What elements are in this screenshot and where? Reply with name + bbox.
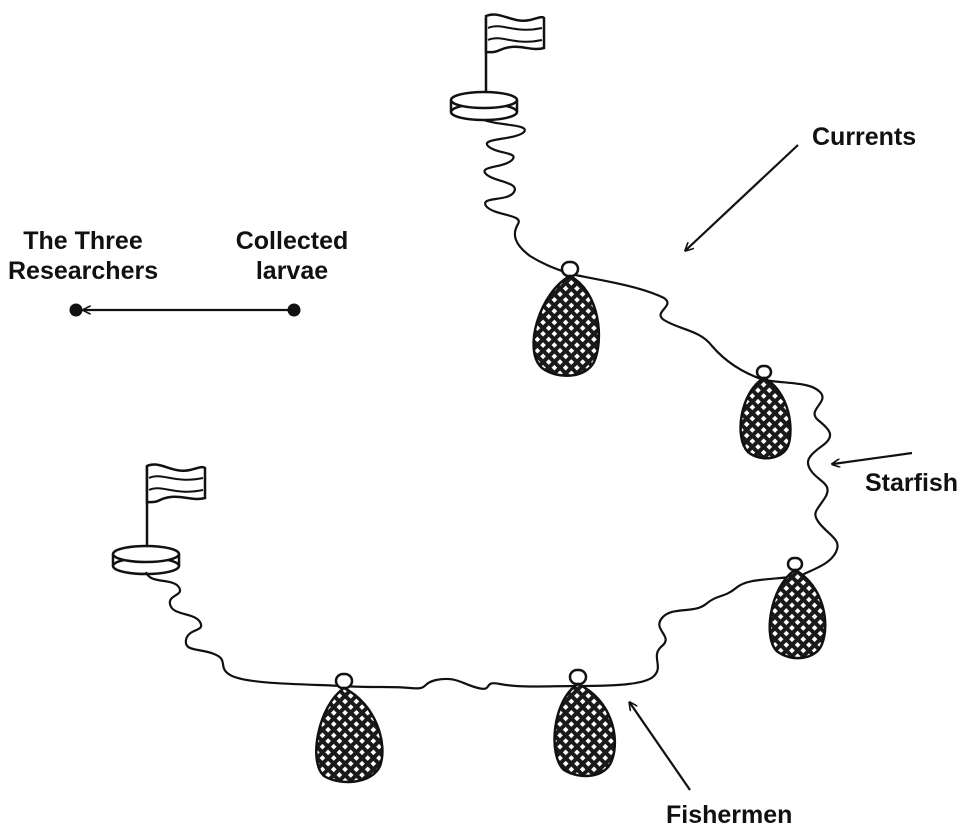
net-bag-icon <box>739 364 792 460</box>
net-bag-icon <box>532 260 601 377</box>
starfish-label: Starfish <box>865 469 959 497</box>
researchers-label-line2: Researchers <box>8 257 159 285</box>
net-bag-icon <box>553 668 617 778</box>
fishermen-arrow-icon <box>630 703 691 791</box>
rope-line <box>144 118 839 690</box>
net-bag-icon <box>315 672 384 784</box>
net-bag-icon <box>768 556 827 660</box>
currents-label: Currents <box>812 123 917 151</box>
larvae-label-line1: Collected <box>235 227 349 255</box>
researchers-label-line1: The Three <box>23 227 143 255</box>
larvae-label-line2: larvae <box>255 257 329 285</box>
currents-arrow-icon <box>686 144 799 250</box>
left-flag-buoy-icon <box>111 463 207 576</box>
starfish-arrow-icon <box>833 451 913 464</box>
researchers-label: The Three Researchers <box>8 226 158 286</box>
fishermen-label: Fishermen <box>666 801 793 829</box>
collected-larvae-label: Collected larvae <box>222 226 362 286</box>
larvae-transfer-arrow-icon <box>69 303 301 317</box>
top-flag-buoy-icon <box>449 13 546 122</box>
